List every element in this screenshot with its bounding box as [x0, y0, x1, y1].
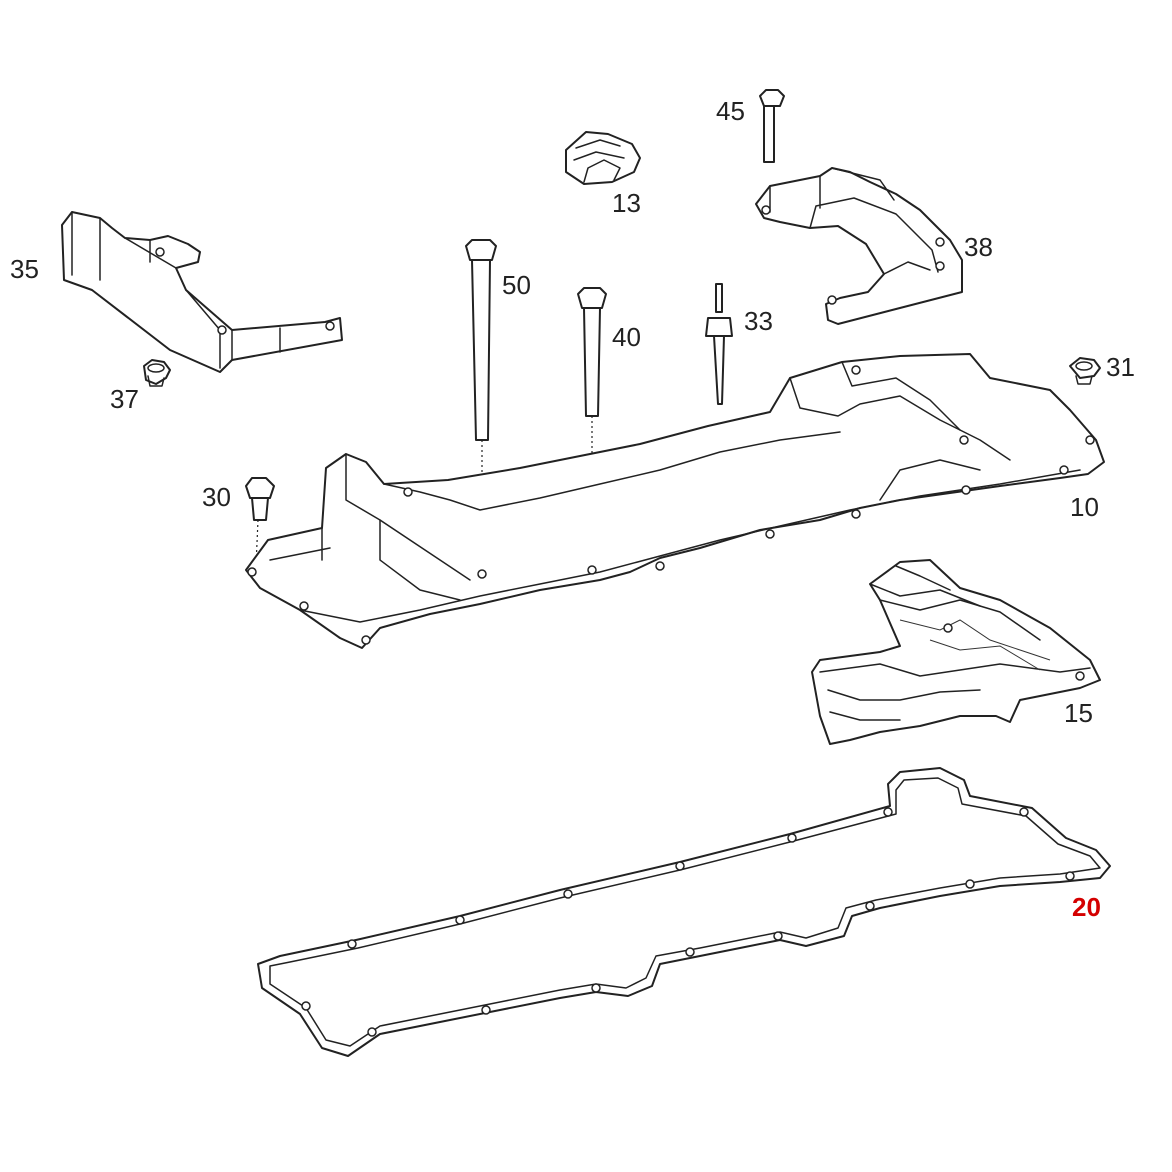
part-50-bolt — [465, 239, 497, 572]
callout-30: 30 — [202, 482, 231, 512]
part-13-filler-cap — [565, 131, 641, 185]
part-10-head-cover — [245, 353, 1105, 649]
part-37-nut — [143, 359, 171, 387]
part-38-bracket — [755, 167, 963, 325]
part-20-gasket — [257, 767, 1111, 1057]
callout-38: 38 — [964, 232, 993, 262]
callout-15: 15 — [1064, 698, 1093, 728]
callout-35: 35 — [10, 254, 39, 284]
callout-37: 37 — [110, 384, 139, 414]
callout-40: 40 — [612, 322, 641, 352]
part-15-baffle — [811, 559, 1101, 745]
part-45-bolt — [759, 89, 785, 163]
part-33-sensor — [705, 283, 733, 405]
part-30-bolt — [245, 477, 275, 567]
part-35-bracket — [61, 211, 343, 373]
callout-13: 13 — [612, 188, 641, 218]
callout-10: 10 — [1070, 492, 1099, 522]
part-31-nut — [1069, 357, 1101, 385]
callout-50: 50 — [502, 270, 531, 300]
callout-45: 45 — [716, 96, 745, 126]
callout-20-highlighted: 20 — [1072, 892, 1101, 922]
callout-31: 31 — [1106, 352, 1135, 382]
callout-33: 33 — [744, 306, 773, 336]
